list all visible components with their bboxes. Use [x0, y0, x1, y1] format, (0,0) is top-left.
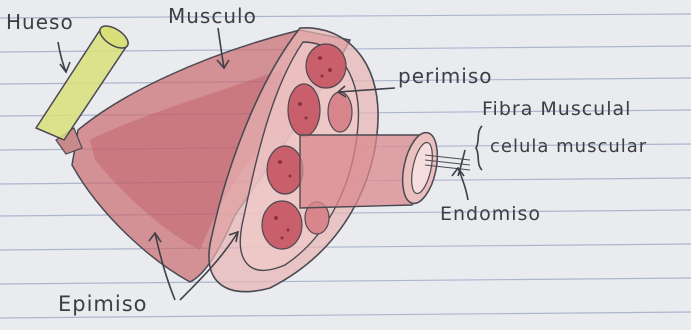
- hueso-label: Hueso: [6, 10, 74, 34]
- epimiso-label: Epimiso: [58, 292, 148, 316]
- endomiso-label: Endomiso: [440, 203, 541, 225]
- perimiso-label: perimiso: [398, 64, 492, 88]
- label-brace: [476, 126, 482, 170]
- celula-muscular-label: celula muscular: [490, 136, 647, 157]
- musculo-label: Musculo: [168, 4, 257, 28]
- fibra-muscular-label: Fibra Musculal: [482, 98, 631, 120]
- arrow-endomiso: [458, 168, 468, 200]
